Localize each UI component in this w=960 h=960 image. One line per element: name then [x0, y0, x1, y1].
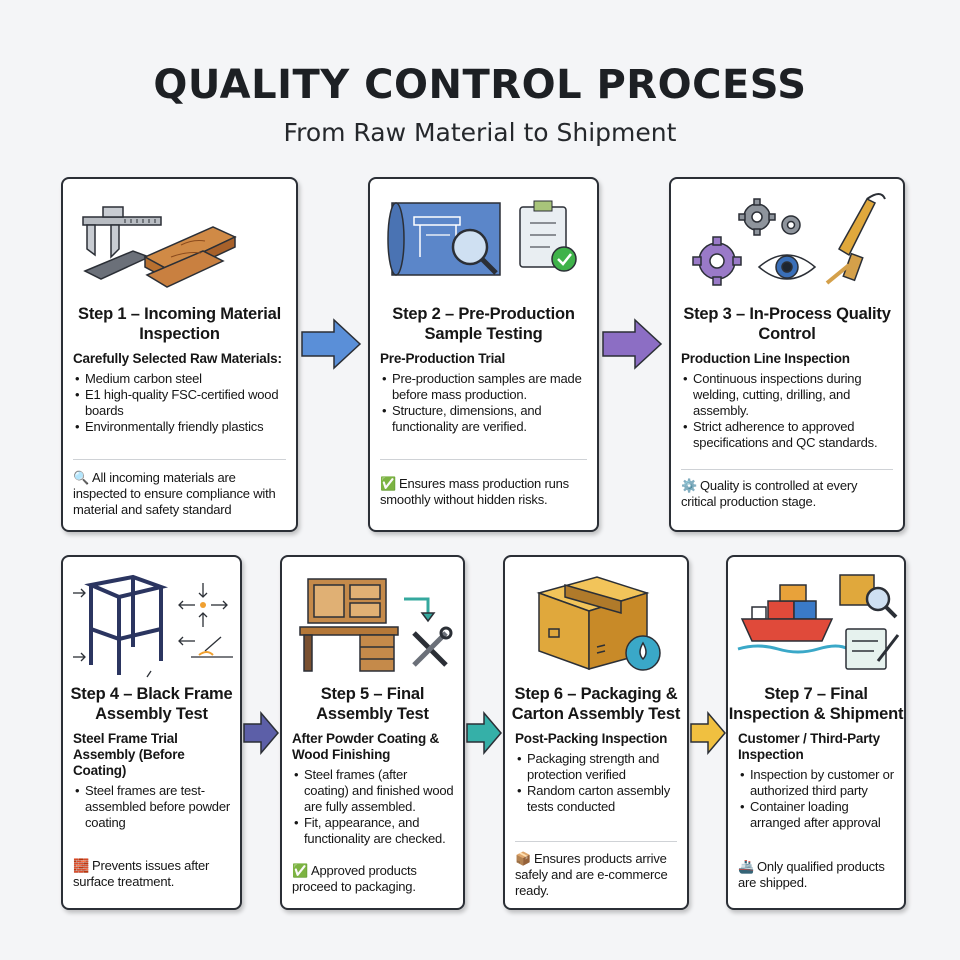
list-item: Medium carbon steel: [75, 371, 288, 387]
divider: [681, 469, 893, 470]
step-1-subheading: Carefully Selected Raw Materials:: [73, 351, 282, 366]
step-1-note: 🔍All incoming materials are inspected to…: [73, 470, 288, 518]
step-1-title: Step 1 – Incoming Material Inspection: [78, 305, 281, 343]
step-2-title: Step 2 – Pre-Production Sample Testing: [392, 305, 575, 343]
package-icon: 📦: [515, 851, 531, 866]
step-3-card: Step 3 – In-Process Quality Control Prod…: [669, 177, 905, 532]
step-6-subheading: Post-Packing Inspection: [515, 731, 668, 746]
list-item: Strict adherence to approved specificati…: [683, 419, 895, 451]
list-item: Steel frames (after coating) and finishe…: [294, 767, 455, 815]
step-4-bullets: Steel frames are test-assembled before p…: [73, 783, 232, 831]
arrow-step-4-to-5: [243, 711, 279, 755]
step-4-subheading: Steel Frame Trial Assembly (Before Coati…: [73, 731, 185, 778]
list-item: Structure, dimensions, and functionality…: [382, 403, 589, 435]
step-4-card: Step 4 – Black Frame Assembly Test Steel…: [61, 555, 242, 910]
step-7-title: Step 7 – Final Inspection & Shipment: [728, 685, 904, 723]
step-5-bullets: Steel frames (after coating) and finishe…: [292, 767, 455, 847]
step-6-title: Step 6 – Packaging & Carton Assembly Tes…: [511, 685, 681, 723]
arrow-step-6-to-7: [690, 711, 726, 755]
step-3-subheading: Production Line Inspection: [681, 351, 850, 366]
page-subtitle: From Raw Material to Shipment: [283, 118, 677, 147]
step-4-note-text: Prevents issues after surface treatment.: [73, 858, 210, 889]
step-4-title: Step 4 – Black Frame Assembly Test: [70, 685, 233, 723]
step-3-note: ⚙️Quality is controlled at every critica…: [681, 478, 895, 510]
list-item: Random carton assembly tests conducted: [517, 783, 679, 815]
divider: [380, 459, 587, 460]
list-item: Continuous inspections during welding, c…: [683, 371, 895, 419]
step-2-note: ✅Ensures mass production runs smoothly w…: [380, 476, 589, 508]
step-5-title: Step 5 – Final Assembly Test: [316, 685, 429, 723]
ship-icon: 🚢: [738, 859, 754, 874]
step-1-card: Step 1 – Incoming Material Inspection Ca…: [61, 177, 298, 532]
step-2-subheading: Pre-Production Trial: [380, 351, 506, 366]
arrow-step-2-to-3: [602, 318, 663, 370]
check-icon: ✅: [292, 863, 308, 878]
step-1-bullets: Medium carbon steel E1 high-quality FSC-…: [73, 371, 288, 435]
step-5-note-text: Approved products proceed to packaging.: [292, 863, 417, 894]
step-5-subheading: After Powder Coating & Wood Finishing: [292, 731, 440, 762]
step-2-note-text: Ensures mass production runs smoothly wi…: [380, 476, 569, 507]
step-7-note-text: Only qualified products are shipped.: [738, 859, 885, 890]
page-title: QUALITY CONTROL PROCESS: [153, 62, 807, 108]
step-7-card: Step 7 – Final Inspection & Shipment Cus…: [726, 555, 906, 910]
step-6-note: 📦Ensures products arrive safely and are …: [515, 851, 679, 899]
step-6-bullets: Packaging strength and protection verifi…: [515, 751, 679, 815]
step-2-card: Step 2 – Pre-Production Sample Testing P…: [368, 177, 599, 532]
gear-icon: ⚙️: [681, 478, 697, 493]
step-5-note: ✅Approved products proceed to packaging.: [292, 863, 455, 895]
magnifier-icon: 🔍: [73, 470, 89, 485]
step-6-card: Step 6 – Packaging & Carton Assembly Tes…: [503, 555, 689, 910]
step-6-note-text: Ensures products arrive safely and are e…: [515, 851, 668, 898]
step-7-bullets: Inspection by customer or authorized thi…: [738, 767, 896, 831]
step-3-bullets: Continuous inspections during welding, c…: [681, 371, 895, 451]
list-item: E1 high-quality FSC-certified wood board…: [75, 387, 288, 419]
list-item: Packaging strength and protection verifi…: [517, 751, 679, 783]
divider: [515, 841, 677, 842]
list-item: Environmentally friendly plastics: [75, 419, 288, 435]
arrow-step-5-to-6: [466, 711, 502, 755]
step-5-card: Step 5 – Final Assembly Test After Powde…: [280, 555, 465, 910]
list-item: Steel frames are test-assembled before p…: [75, 783, 232, 831]
list-item: Pre-production samples are made before m…: [382, 371, 589, 403]
step-3-note-text: Quality is controlled at every critical …: [681, 478, 858, 509]
brick-icon: 🧱: [73, 858, 89, 873]
step-3-title: Step 3 – In-Process Quality Control: [683, 305, 891, 343]
divider: [73, 459, 286, 460]
arrow-step-1-to-2: [301, 318, 362, 370]
list-item: Inspection by customer or authorized thi…: [740, 767, 896, 799]
list-item: Container loading arranged after approva…: [740, 799, 896, 831]
step-2-bullets: Pre-production samples are made before m…: [380, 371, 589, 435]
check-icon: ✅: [380, 476, 396, 491]
step-1-note-text: All incoming materials are inspected to …: [73, 470, 276, 517]
step-4-note: 🧱Prevents issues after surface treatment…: [73, 858, 232, 890]
step-7-subheading: Customer / Third-Party Inspection: [738, 731, 880, 762]
step-7-note: 🚢Only qualified products are shipped.: [738, 859, 896, 891]
list-item: Fit, appearance, and functionality are c…: [294, 815, 455, 847]
